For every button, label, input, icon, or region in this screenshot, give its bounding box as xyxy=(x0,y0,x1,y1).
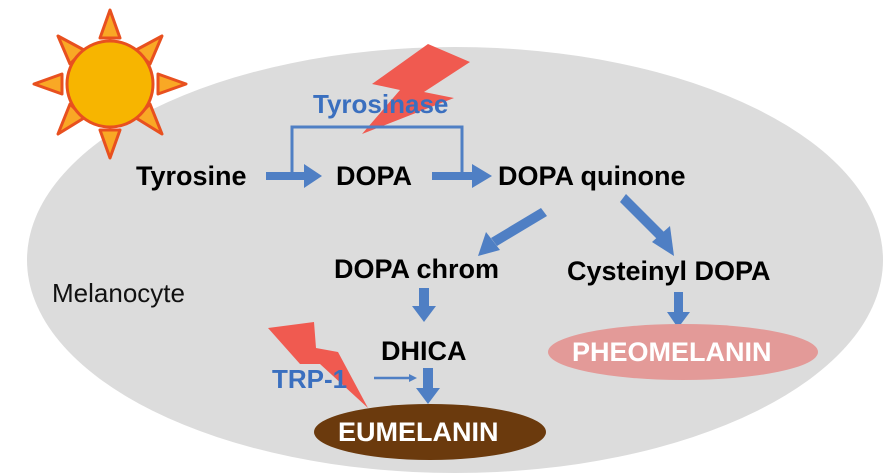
compound-dhica: DHICA xyxy=(381,336,467,366)
compound-dopa-chrom: DOPA chrom xyxy=(334,254,500,284)
cell-label: Melanocyte xyxy=(52,278,185,308)
arrow-quinone-chrom xyxy=(478,208,547,256)
sun-icon xyxy=(32,8,188,160)
arrow-cysteinyl-pheomelanin xyxy=(667,292,690,328)
compound-dopa-quinone: DOPA quinone xyxy=(498,161,686,191)
tyrosinase-bracket xyxy=(290,125,464,176)
pheomelanin-pill xyxy=(548,324,818,380)
arrow-tyrosine-dopa xyxy=(266,164,322,188)
arrow-chrom-dhica xyxy=(412,288,436,322)
arrow-dhica-eumelanin xyxy=(416,368,440,404)
product-eumelanin-label: EUMELANIN xyxy=(338,417,499,447)
product-pheomelanin-label: PHEOMELANIN xyxy=(572,337,772,367)
enzyme-label-tyrosinase: Tyrosinase xyxy=(313,89,449,119)
arrow-dopa-quinone xyxy=(432,164,492,188)
compound-tyrosine: Tyrosine xyxy=(136,161,247,191)
compound-cysteinyl-dopa: Cysteinyl DOPA xyxy=(567,256,771,286)
eumelanin-pill xyxy=(314,404,546,460)
lightning-icon xyxy=(268,322,368,408)
compound-dopa: DOPA xyxy=(336,161,413,191)
lightning-icon xyxy=(362,44,470,134)
enzyme-label-trp1: TRP-1 xyxy=(272,364,348,394)
arrow-quinone-cysteinyl xyxy=(620,194,674,256)
